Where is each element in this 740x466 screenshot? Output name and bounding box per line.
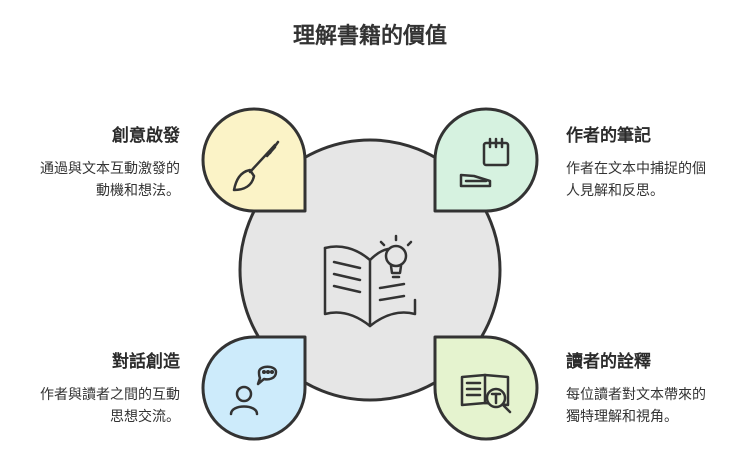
paintbrush-icon bbox=[232, 140, 280, 192]
creative-inspiration-block: 創意啟發 通過與文本互動激發的 動機和想法。 bbox=[0, 121, 180, 202]
authors-notes-block: 作者的筆記 作者在文本中捕捉的個 人見解和反思。 bbox=[566, 121, 740, 202]
authors-notes-desc: 作者在文本中捕捉的個 人見解和反思。 bbox=[566, 161, 706, 199]
dialogue-creation-desc: 作者與讀者之間的互動 思想交流。 bbox=[40, 387, 180, 425]
leaf-top-left bbox=[201, 107, 307, 213]
creative-inspiration-heading: 創意啟發 bbox=[112, 126, 180, 146]
reader-interpretation-block: 讀者的詮釋 每位讀者對文本帶來的 獨特理解和視角。 bbox=[566, 347, 740, 428]
leaf-bottom-left bbox=[201, 335, 307, 441]
reader-interpretation-desc: 每位讀者對文本帶來的 獨特理解和視角。 bbox=[566, 387, 706, 425]
reader-interpretation-heading: 讀者的詮釋 bbox=[566, 352, 651, 372]
person-speech-icon bbox=[229, 365, 278, 416]
dialogue-creation-heading: 對話創造 bbox=[112, 352, 180, 372]
leaf-top-right bbox=[433, 107, 539, 213]
page-title: 理解書籍的價值 bbox=[292, 24, 447, 49]
dialogue-creation-block: 對話創造 作者與讀者之間的互動 思想交流。 bbox=[0, 347, 180, 428]
open-book-lightbulb-icon bbox=[323, 234, 417, 328]
book-magnifier-icon bbox=[460, 373, 512, 414]
creative-inspiration-desc: 通過與文本互動激發的 動機和想法。 bbox=[40, 161, 180, 199]
notepad-pen-icon bbox=[459, 137, 510, 188]
authors-notes-heading: 作者的筆記 bbox=[566, 126, 651, 146]
